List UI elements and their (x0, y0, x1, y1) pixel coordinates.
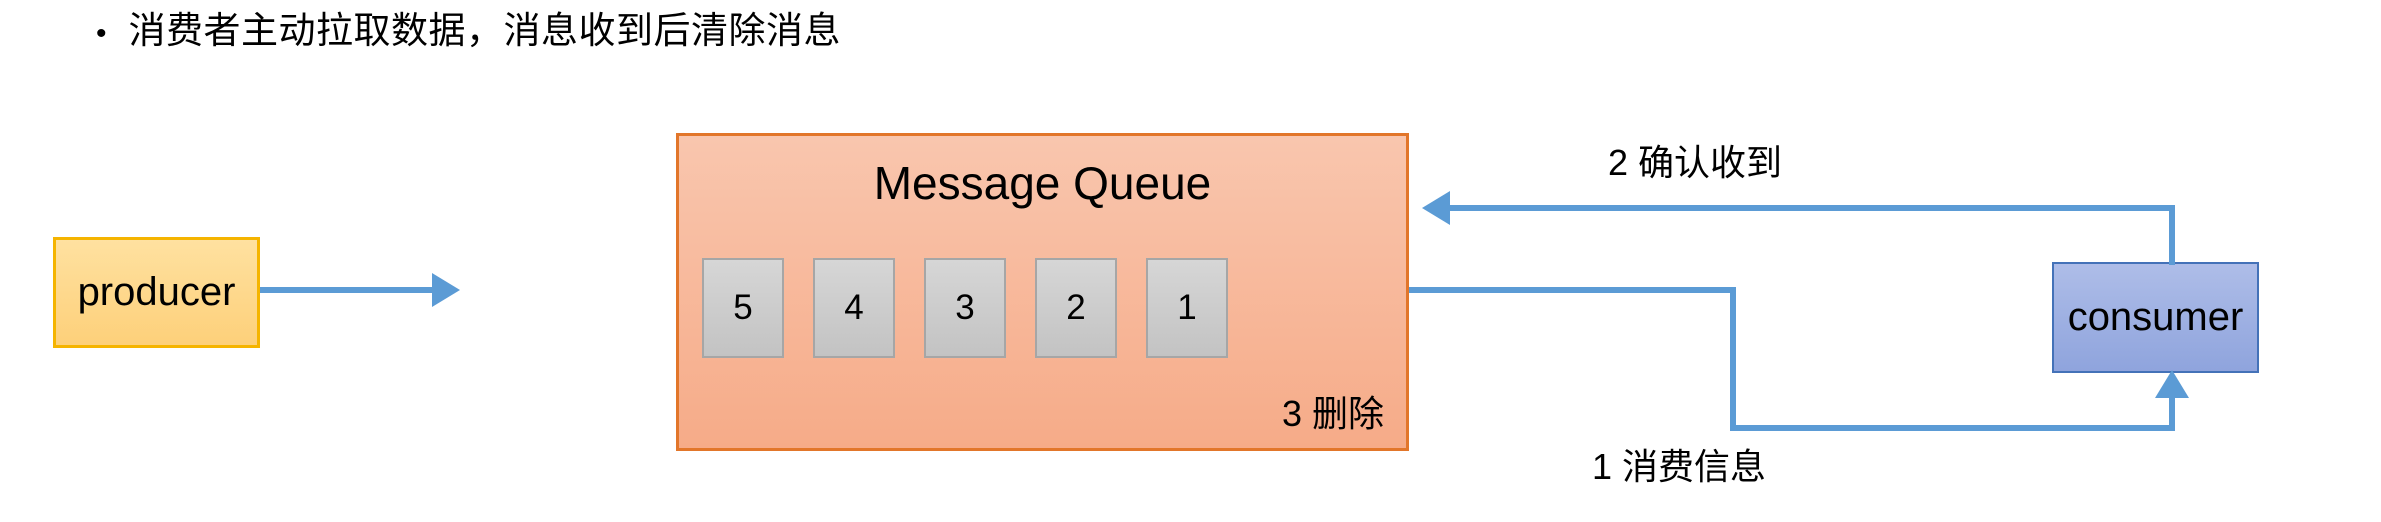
edge-ack-arrowhead-icon (1422, 191, 1450, 225)
edge-consume-label: 1 消费信息 (1592, 446, 1767, 487)
queue-cell[interactable]: 4 (813, 258, 895, 358)
producer-label: producer (77, 270, 236, 314)
edge-consume-arrowhead-icon (2155, 370, 2189, 398)
edge-ack-seg-v (2169, 205, 2175, 265)
queue-cell-list: 5 4 3 2 1 (702, 258, 1228, 358)
producer-node[interactable]: producer (53, 237, 260, 348)
edge-consume-seg-v1 (1730, 287, 1736, 431)
edge-consume-seg-h2 (1730, 425, 2175, 431)
edge-produce-arrowhead-icon (432, 273, 460, 307)
bullet-text: 消费者主动拉取数据，消息收到后清除消息 (128, 10, 842, 51)
edge-consume-seg-v2 (2169, 396, 2175, 431)
edge-consume-seg-h1 (1409, 287, 1736, 293)
consumer-label: consumer (2067, 295, 2244, 339)
queue-cell[interactable]: 1 (1146, 258, 1228, 358)
queue-title: Message Queue (873, 157, 1212, 209)
queue-cell[interactable]: 5 (702, 258, 784, 358)
edge-ack-seg-h (1450, 205, 2175, 211)
edge-ack-label: 2 确认收到 (1608, 142, 1783, 183)
bullet-line: • 消费者主动拉取数据，消息收到后清除消息 (96, 8, 841, 54)
message-queue-node[interactable]: Message Queue 5 4 3 2 1 3 删除 (676, 133, 1409, 451)
queue-cell[interactable]: 2 (1035, 258, 1117, 358)
bullet-marker: • (96, 17, 107, 50)
queue-cell[interactable]: 3 (924, 258, 1006, 358)
consumer-node[interactable]: consumer (2052, 262, 2259, 373)
edge-produce-line (260, 287, 432, 293)
queue-delete-note: 3 删除 (1281, 393, 1384, 435)
